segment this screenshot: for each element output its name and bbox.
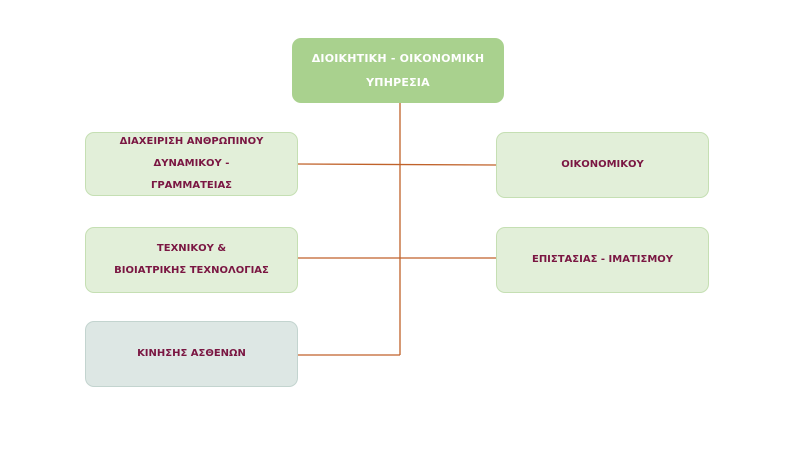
technical-biomedical-technology-box: ΤΕΧΝΙΚΟΥ & ΒΙΟΙΑΤΡΙΚΗΣ ΤΕΧΝΟΛΟΓΙΑΣ (85, 227, 298, 293)
human-resources-secretariat-box: ΔΙΑΧΕΙΡΙΣΗ ΑΝΘΡΩΠΙΝΟΥ ΔΥΝΑΜΙΚΟΥ - ΓΡΑΜΜΑ… (85, 132, 298, 196)
supervision-label: ΕΠΙΣΤΑΣΙΑΣ - ΙΜΑΤΙΣΜΟΥ (531, 254, 674, 265)
patient-movement-box: ΚΙΝΗΣΗΣ ΑΣΘΕΝΩΝ (85, 321, 298, 387)
patient-movement-label: ΚΙΝΗΣΗΣ ΑΣΘΕΝΩΝ (137, 348, 246, 359)
administrative-financial-service-box: ΔΙΟΙΚΗΤΙΚΗ - ΟΙΚΟΝΟΜΙΚΗ ΥΠΗΡΕΣΙΑ (292, 38, 504, 103)
hr-label-line-2: ΓΡΑΜΜΑΤΕΙΑΣ (150, 180, 233, 191)
economic-label: ΟΙΚΟΝΟΜΙΚΟΥ (561, 159, 644, 170)
technical-label-line-1: ΤΕΧΝΙΚΟΥ & (156, 243, 227, 254)
connector-hr-economic (297, 163, 497, 166)
supervision-clothing-box: ΕΠΙΣΤΑΣΙΑΣ - ΙΜΑΤΙΣΜΟΥ (496, 227, 709, 293)
root-title-line-1: ΔΙΟΙΚΗΤΙΚΗ - ΟΙΚΟΝΟΜΙΚΗ (311, 51, 485, 65)
hr-label-line-1: ΔΙΑΧΕΙΡΙΣΗ ΑΝΘΡΩΠΙΝΟΥ ΔΥΝΑΜΙΚΟΥ - (119, 136, 264, 169)
economic-department-box: ΟΙΚΟΝΟΜΙΚΟΥ (496, 132, 709, 198)
root-title-line-2: ΥΠΗΡΕΣΙΑ (366, 75, 430, 89)
technical-label-line-2: ΒΙΟΙΑΤΡΙΚΗΣ ΤΕΧΝΟΛΟΓΙΑΣ (114, 265, 269, 276)
